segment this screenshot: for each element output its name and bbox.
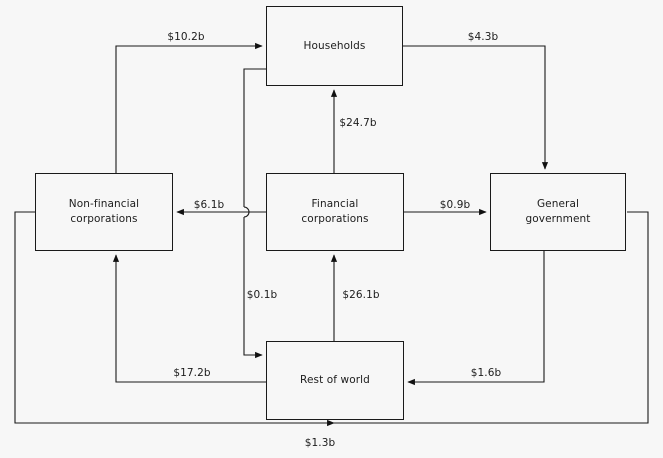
edge-households-to-government (403, 45, 549, 170)
edge-label-financial-to-households: $24.7b (339, 117, 377, 129)
edge-label-financial-to-nonfinancial: $6.1b (193, 199, 225, 211)
edge-label-financial-to-government: $0.9b (439, 199, 471, 211)
node-households-label: Households (303, 39, 366, 52)
node-rest-of-world[interactable]: Rest of world (266, 341, 404, 420)
node-rest-of-world-label: Rest of world (300, 374, 370, 386)
edge-nonfinancial-to-government-loop-tail (334, 211, 649, 424)
edge-label-households-to-restofworld: $0.1b (246, 289, 278, 301)
edge-restofworld-to-nonfinancial (112, 254, 266, 383)
edge-households-to-restofworld-tail (243, 217, 263, 359)
edge-label-restofworld-to-nonfinancial: $17.2b (173, 367, 211, 379)
edge-label-restofworld-to-financial: $26.1b (342, 289, 380, 301)
node-general-government[interactable]: General government (490, 173, 626, 251)
node-nonfinancial-corporations[interactable]: Non-financial corporations (35, 173, 173, 251)
edge-label-government-to-restofworld: $1.6b (470, 367, 502, 379)
edge-label-nonfinancial-to-households: $10.2b (167, 31, 205, 43)
edge-label-households-to-government: $4.3b (467, 31, 499, 43)
node-nonfinancial-corporations-label: Non-financial corporations (68, 198, 140, 225)
edge-households-to-restofworld (243, 68, 266, 207)
node-households[interactable]: Households (266, 6, 403, 86)
node-general-government-label: General government (525, 198, 591, 225)
edge-government-to-restofworld (407, 251, 545, 386)
edge-label-nonfinancial-to-government: $1.3b (304, 437, 336, 449)
node-financial-corporations-label: Financial corporations (301, 198, 369, 225)
node-financial-corporations[interactable]: Financial corporations (266, 173, 404, 251)
edge-nonfinancial-to-government-loop (14, 211, 335, 427)
edge-nonfinancial-to-households (115, 42, 263, 173)
